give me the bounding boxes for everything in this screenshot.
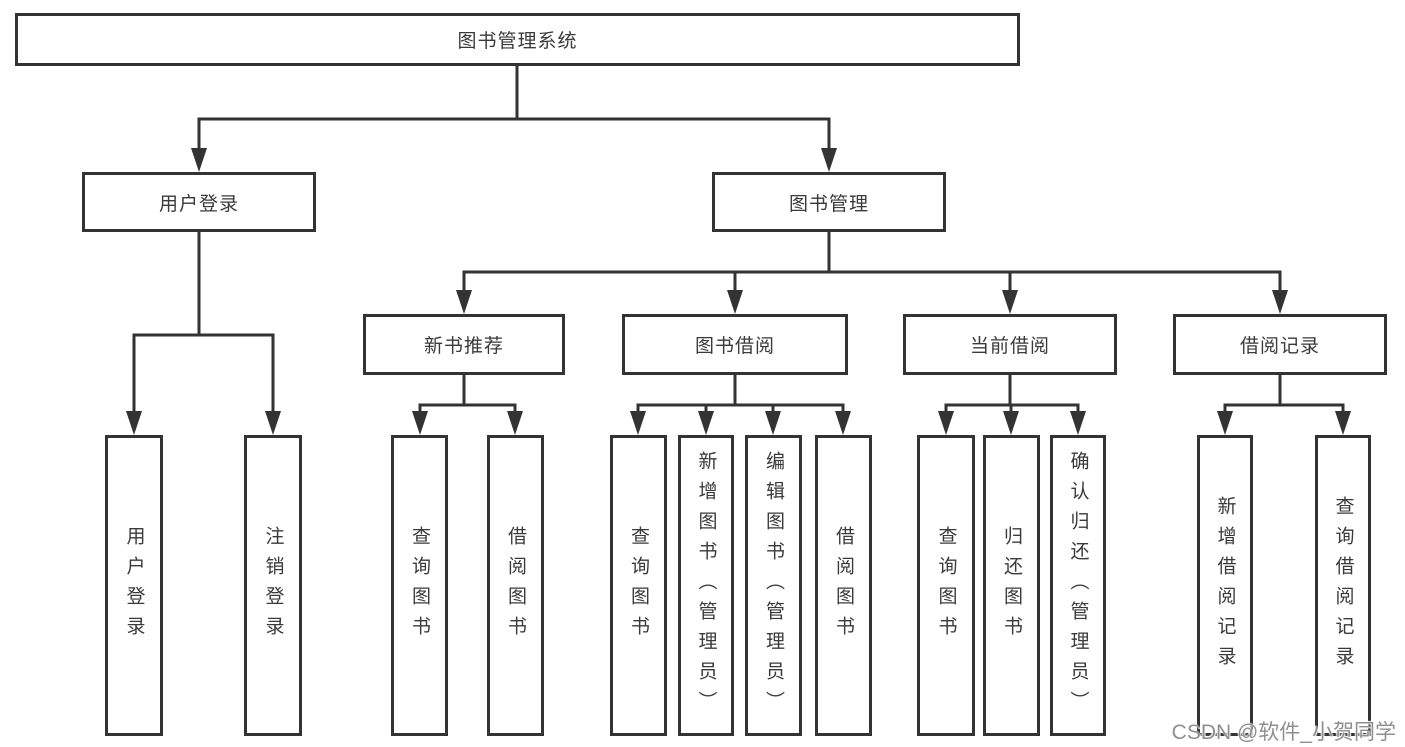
leaf-nbr-borrow-books-label: 借阅图书: [505, 525, 526, 646]
leaf-br-query-record-label: 查询借阅记录: [1332, 495, 1354, 676]
leaf-cb-return-books: 归还图书: [983, 435, 1040, 736]
node-current-borrow-label: 当前借阅: [969, 336, 1050, 357]
leaf-cb-query-books-label: 查询图书: [935, 525, 957, 646]
leaf-br-add-record: 新增借阅记录: [1197, 435, 1253, 736]
arrowheads: [126, 148, 1351, 435]
node-book-management: 图书管理: [712, 172, 946, 232]
node-book-borrow: 图书借阅: [622, 314, 848, 375]
node-root: 图书管理系统: [15, 13, 1020, 66]
leaf-br-query-record: 查询借阅记录: [1315, 435, 1371, 736]
node-book-management-label: 图书管理: [788, 193, 869, 215]
leaf-user-login-label: 用户登录: [123, 525, 145, 646]
leaf-bb-add-books-label: 新增图书（管理员）: [695, 450, 717, 721]
node-borrow-records: 借阅记录: [1173, 314, 1387, 375]
leaf-br-add-record-label: 新增借阅记录: [1214, 495, 1236, 676]
node-borrow-records-label: 借阅记录: [1239, 336, 1320, 357]
leaf-bb-add-books: 新增图书（管理员）: [678, 435, 734, 736]
node-current-borrow: 当前借阅: [903, 314, 1117, 375]
csdn-watermark: CSDN @软件_小贺同学: [1171, 721, 1396, 744]
leaf-bb-query-books: 查询图书: [610, 435, 667, 736]
leaf-cb-confirm-return-label: 确认归还（管理员）: [1067, 450, 1089, 721]
leaf-user-login: 用户登录: [105, 435, 163, 736]
leaf-bb-edit-books: 编辑图书（管理员）: [745, 435, 802, 736]
leaf-nbr-query-books: 查询图书: [391, 435, 448, 736]
leaf-cb-return-books-label: 归还图书: [1001, 525, 1022, 646]
leaf-cb-confirm-return: 确认归还（管理员）: [1050, 435, 1106, 736]
leaf-logout: 注销登录: [244, 435, 302, 736]
node-new-book-recommend: 新书推荐: [363, 314, 565, 375]
leaf-cb-query-books: 查询图书: [917, 435, 975, 736]
leaf-nbr-borrow-books: 借阅图书: [487, 435, 544, 736]
leaf-bb-borrow-books: 借阅图书: [815, 435, 872, 736]
node-user-login-label: 用户登录: [158, 193, 239, 215]
node-root-label: 图书管理系统: [457, 31, 578, 52]
leaf-bb-query-books-label: 查询图书: [628, 525, 649, 646]
node-book-borrow-label: 图书借阅: [694, 336, 775, 357]
node-user-login: 用户登录: [82, 172, 316, 232]
leaf-bb-borrow-books-label: 借阅图书: [833, 525, 854, 646]
leaf-bb-edit-books-label: 编辑图书（管理员）: [763, 450, 784, 721]
node-new-book-recommend-label: 新书推荐: [423, 336, 504, 357]
leaf-logout-label: 注销登录: [262, 525, 284, 646]
leaf-nbr-query-books-label: 查询图书: [409, 525, 430, 646]
